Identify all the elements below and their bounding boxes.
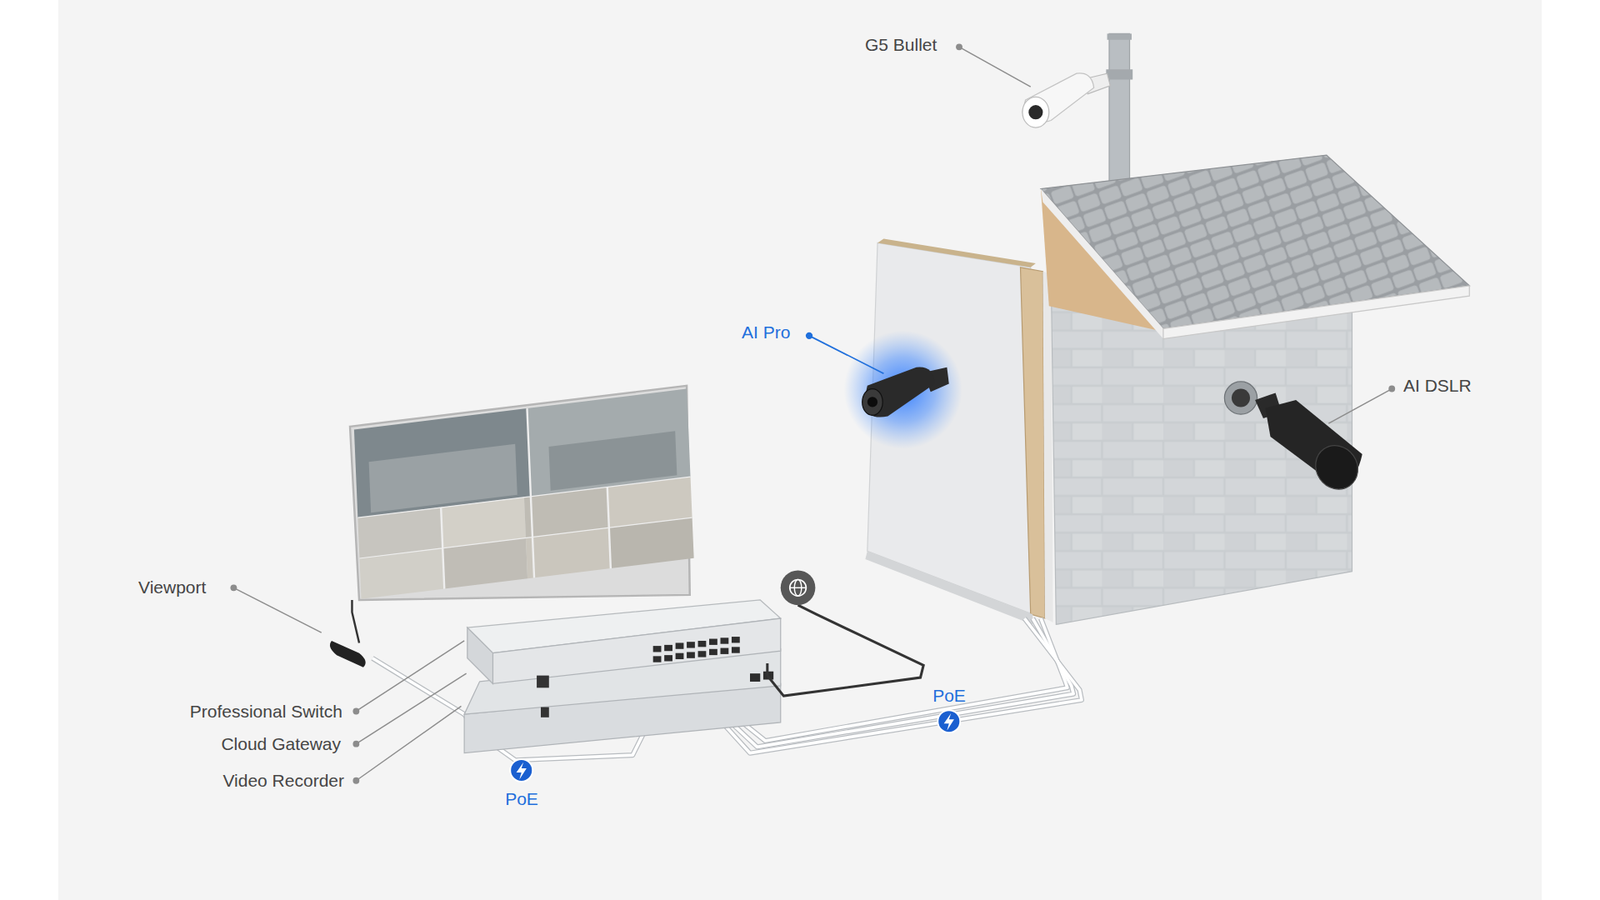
internet-globe-icon [780, 570, 816, 605]
rack-stack [464, 600, 781, 754]
ai-pro-camera [862, 367, 950, 418]
background-panel [58, 0, 1542, 900]
poe-cables [372, 618, 1082, 760]
poe-icon [937, 710, 960, 733]
poe-icon [510, 759, 533, 782]
callout-label: PoE [505, 788, 539, 810]
monitor [350, 385, 695, 600]
callout-label: Professional Switch [190, 700, 343, 722]
g5-bullet-camera [1022, 73, 1110, 128]
viewport-device [330, 640, 366, 668]
callout-label: AI DSLR [1403, 375, 1472, 396]
callout-label: AI Pro [741, 321, 790, 343]
callout-label: Cloud Gateway [220, 733, 341, 755]
callout-label: Video Recorder [222, 770, 345, 791]
ai-dslr-camera [1224, 381, 1366, 498]
callout-label: G5 Bullet [865, 34, 937, 55]
callout-label: Viewport [138, 576, 206, 598]
leader-lines [233, 46, 1392, 780]
callout-label: PoE [932, 685, 966, 706]
